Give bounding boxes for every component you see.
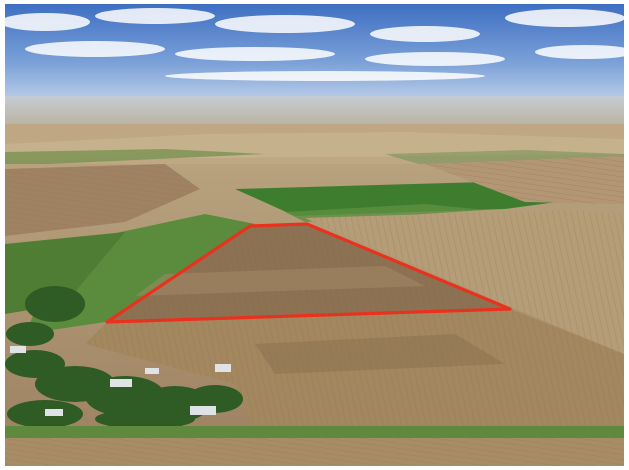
property-boundary-outline <box>105 222 512 324</box>
farmstead-trees <box>5 286 243 429</box>
farm-houses <box>10 346 231 416</box>
aerial-photo <box>5 4 624 466</box>
clouds <box>5 8 624 81</box>
